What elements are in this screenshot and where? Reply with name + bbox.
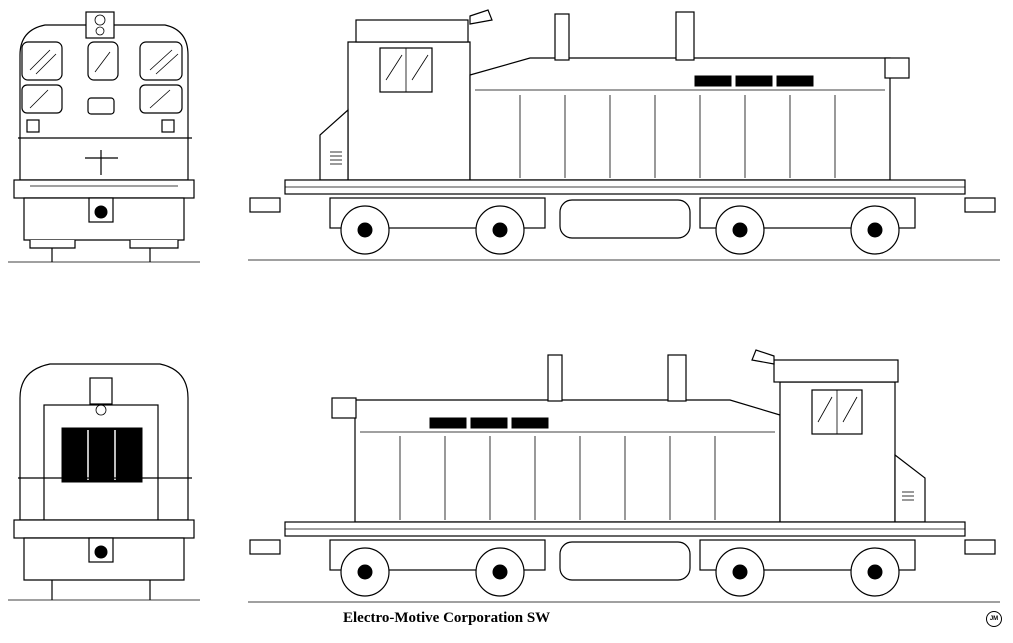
left-side-view [248,9,1000,261]
right-side-view [248,349,1000,603]
author-mark: JM [986,611,1002,627]
front-end-view [8,11,200,263]
rear-end-view [8,363,200,601]
drawing-caption: Electro-Motive Corporation SW [343,610,551,626]
